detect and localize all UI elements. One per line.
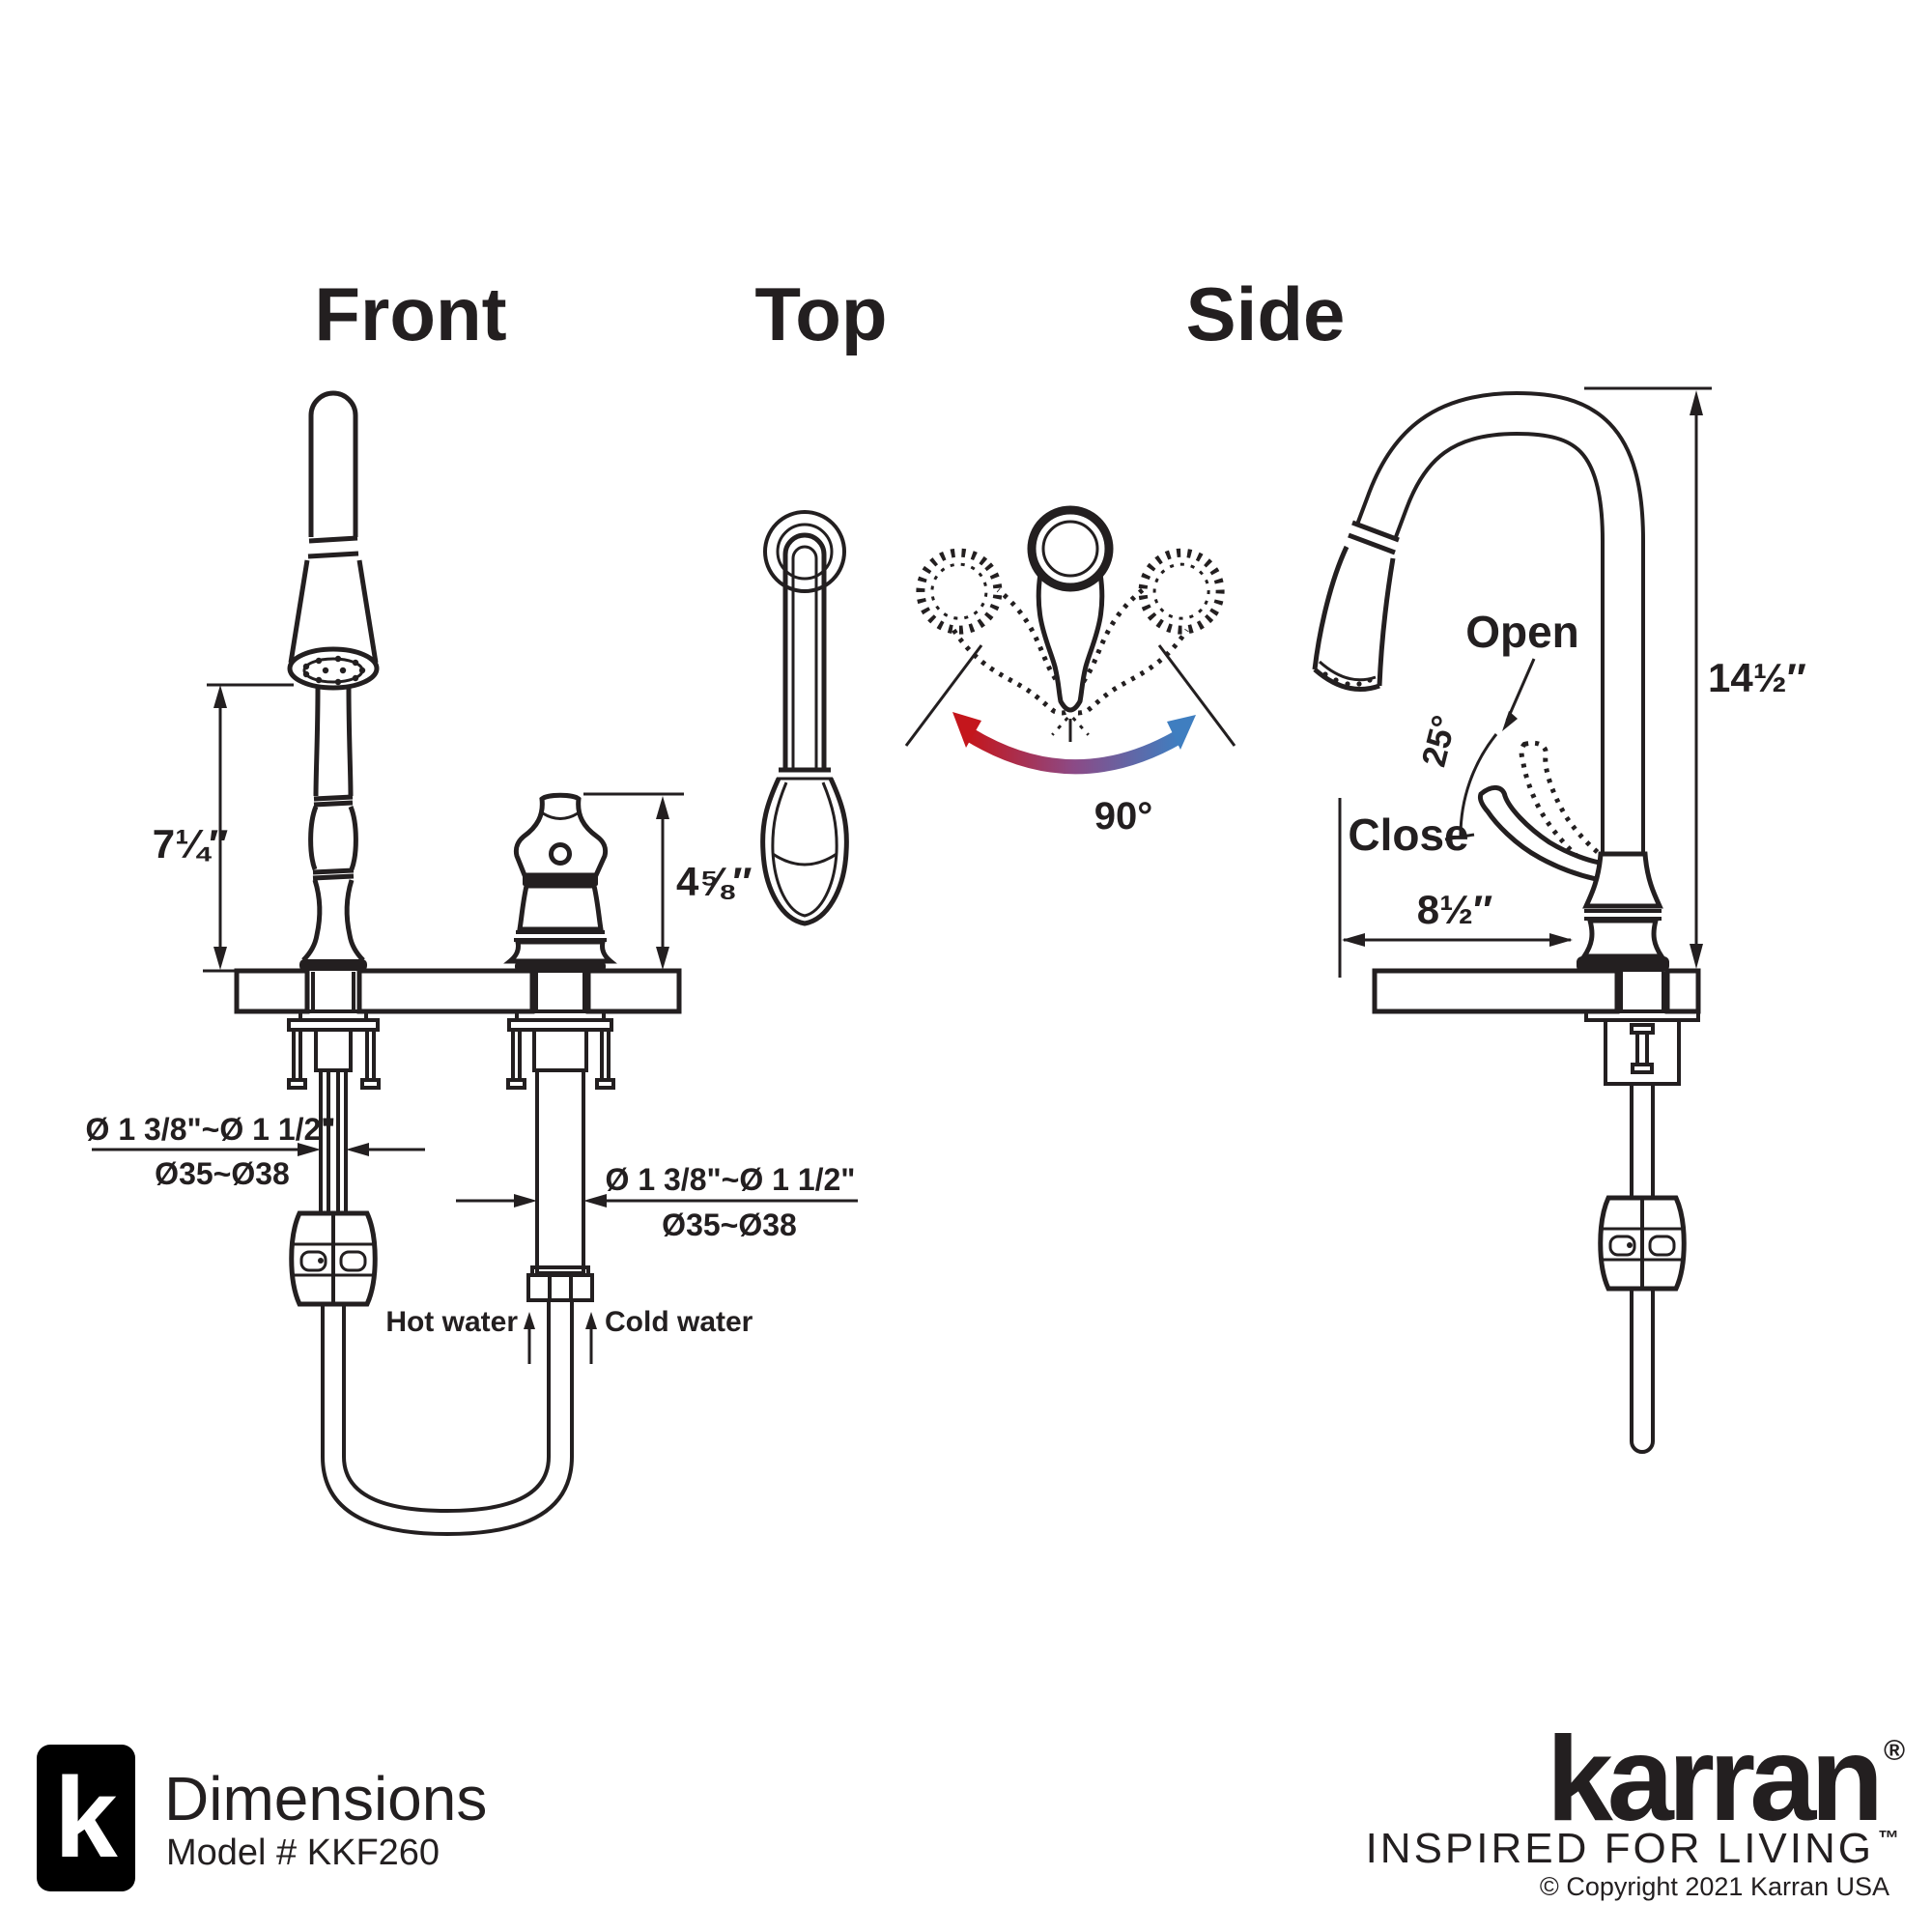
side-base-flange (1577, 956, 1669, 972)
handle-height-dimension: 4⅝″ (583, 792, 753, 970)
open-arrow-icon (1502, 711, 1518, 731)
right-hole-mm-label: Ø35~Ø38 (662, 1208, 797, 1242)
front-heading: Front (314, 271, 506, 356)
sheet-title: Dimensions (164, 1764, 487, 1833)
left-hole-inches-label: Ø 1 3/8"~Ø 1 1/2" (86, 1112, 336, 1147)
spout-height-dimension: 7¼″ (153, 683, 294, 970)
side-handle (1480, 787, 1605, 881)
close-label: Close (1348, 810, 1468, 860)
supply-labels: Hot water Cold water (385, 1306, 753, 1364)
spout-height-label: 7¼″ (153, 821, 229, 867)
front-handle (503, 792, 617, 973)
front-spout-wand (287, 390, 380, 971)
registered-mark-icon: ® (1884, 1735, 1905, 1767)
overall-height-dimension: 14½″ (1584, 386, 1806, 969)
braided-supply-hose (535, 1068, 585, 1275)
swivel-arrow-left-icon (952, 712, 981, 748)
side-gooseneck-spout (1354, 390, 1645, 854)
top-heading: Top (754, 271, 887, 356)
cold-water-label: Cold water (605, 1306, 753, 1338)
swivel-arc-arrow (965, 727, 1182, 775)
front-view-drawing: 7¼″ 4⅝″ Ø 1 3/8"~Ø 1 1/2" Ø35~Ø38 Ø 1 3/… (86, 390, 858, 1537)
hot-water-label: Hot water (385, 1306, 518, 1338)
right-hole-callout: Ø 1 3/8"~Ø 1 1/2" Ø35~Ø38 (456, 1162, 858, 1242)
side-underdeck (1584, 1009, 1700, 1454)
pulldown-hose (319, 1070, 348, 1213)
front-handle-underdeck (506, 1009, 615, 1418)
spray-nozzle-dots (302, 655, 366, 686)
reach-dimension: 8½″ (1338, 798, 1573, 978)
karran-k-logo (37, 1745, 135, 1891)
brand-tagline: INSPIRED FOR LIVING (1366, 1825, 1874, 1872)
top-view-drawing: 90° (760, 510, 1236, 926)
cold-water-arrow-icon (585, 1312, 597, 1329)
overall-height-label: 14½″ (1708, 655, 1806, 700)
swivel-angle-label: 90° (1094, 795, 1153, 838)
brand-wordmark: karran (1547, 1713, 1878, 1846)
side-spray-head (1312, 520, 1400, 692)
side-hose-counterweight (1598, 1195, 1687, 1292)
footer-right: karran ® INSPIRED FOR LIVING ™ © Copyrig… (1366, 1713, 1906, 1901)
side-view-drawing: Open Close 25° 14½″ 8½″ (1312, 386, 1806, 1454)
left-hole-callout: Ø 1 3/8"~Ø 1 1/2" Ø35~Ø38 (86, 1112, 425, 1191)
front-countertop (203, 968, 682, 1014)
hose-loop (321, 1418, 574, 1537)
side-heading: Side (1186, 271, 1346, 356)
trademark-icon: ™ (1878, 1826, 1899, 1850)
model-number: Model # KKF260 (166, 1833, 440, 1873)
right-hole-inches-label: Ø 1 3/8"~Ø 1 1/2" (606, 1162, 856, 1197)
open-label: Open (1465, 607, 1579, 657)
spout-base-flange (299, 959, 367, 971)
reach-label: 8½″ (1417, 887, 1493, 932)
karran-k-logo-letter: k (54, 1754, 118, 1882)
swivel-arrow-right-icon (1167, 715, 1196, 750)
handle-base-flange (515, 960, 606, 973)
hose-counterweight (289, 1210, 378, 1307)
front-spout-underdeck (287, 1009, 381, 1418)
top-spout (760, 510, 849, 926)
lever-angle-label: 25° (1415, 712, 1464, 771)
copyright-notice: © Copyright 2021 Karran USA (1540, 1872, 1889, 1901)
footer-left: k Dimensions Model # KKF260 (37, 1745, 487, 1891)
handle-height-label: 4⅝″ (676, 859, 753, 904)
side-spray-dots (1322, 671, 1373, 687)
hex-nut (526, 1265, 594, 1302)
top-handle-swivel: 90° (904, 510, 1236, 838)
left-hole-mm-label: Ø35~Ø38 (155, 1156, 290, 1191)
side-countertop (1372, 968, 1701, 1014)
side-body (1480, 738, 1669, 972)
hot-water-arrow-icon (524, 1312, 535, 1329)
